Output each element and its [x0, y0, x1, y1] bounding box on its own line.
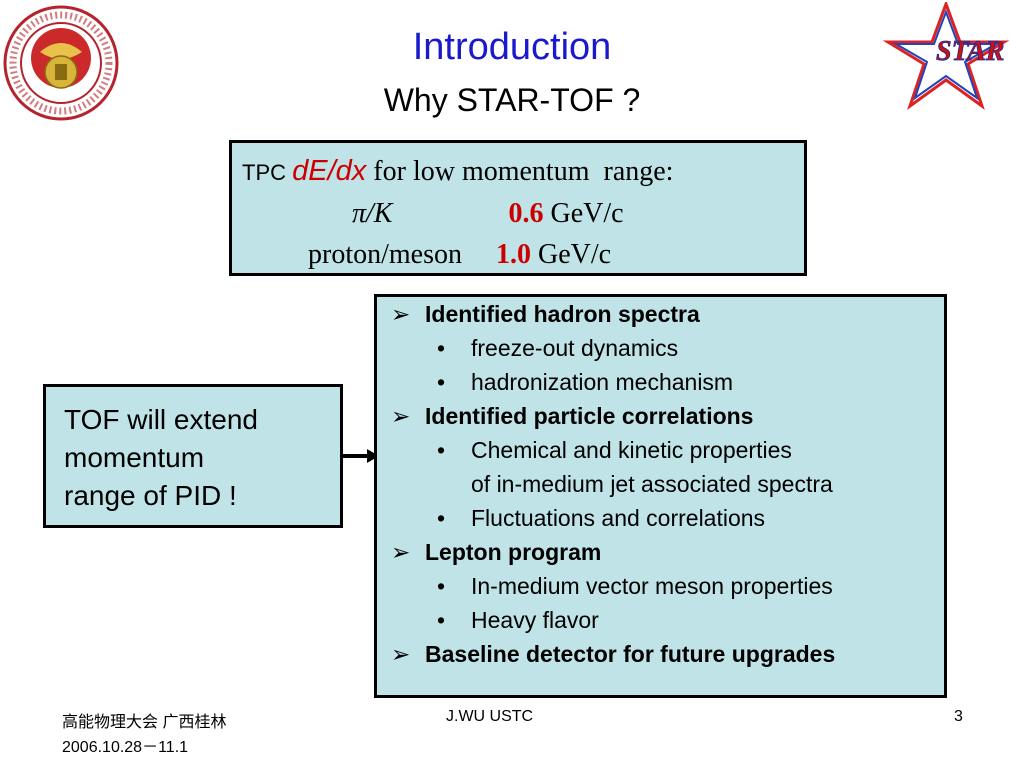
pi-k-value: 0.6 [508, 198, 544, 229]
tpc-label: TPC [242, 160, 293, 185]
bullet-icon: • [437, 607, 446, 633]
bullet-icon: • [437, 437, 446, 463]
tof-statement-box: TOF will extend momentum range of PID ! [43, 384, 343, 528]
page-number: 3 [954, 708, 963, 725]
arrow-right-icon [343, 449, 379, 463]
arrowhead-bullet-icon: ➢ [391, 403, 411, 429]
list-item: •Chemical and kinetic properties [437, 437, 792, 463]
bullet-icon: • [437, 505, 446, 531]
footer-conference: 高能物理大会 广西桂林 [62, 714, 227, 731]
list-item: ➢Identified hadron spectra [391, 301, 700, 327]
arrowhead-bullet-icon: ➢ [391, 301, 411, 327]
bullet-icon: • [437, 573, 446, 599]
proton-meson-value: 1.0 [496, 239, 531, 270]
list-item: ➢Identified particle correlations [391, 403, 754, 429]
arrowhead-bullet-icon: ➢ [391, 641, 411, 667]
footer-author: J.WU USTC [446, 708, 534, 725]
list-item: •freeze-out dynamics [437, 335, 679, 361]
arrowhead-bullet-icon: ➢ [391, 539, 411, 565]
list-item-continuation: of in-medium jet associated spectra [471, 471, 833, 497]
tof-line: TOF will extend [64, 404, 258, 435]
pi-k-label: π/K [352, 198, 393, 229]
list-item: •In-medium vector meson properties [437, 573, 833, 599]
physics-goals-box: ➢Identified hadron spectra •freeze-out d… [374, 294, 947, 698]
bullet-icon: • [437, 369, 446, 395]
star-logo-text: STAR [936, 36, 1004, 67]
tof-line: momentum [64, 442, 205, 473]
list-item: •Heavy flavor [437, 607, 599, 633]
proton-meson-unit: GeV/c [531, 239, 612, 270]
ustc-seal-logo [3, 5, 119, 121]
tof-line: range of PID ! [64, 480, 237, 511]
tpc-line-2: π/K 0.6 GeV/c [352, 198, 924, 230]
list-item: •hadronization mechanism [437, 369, 734, 395]
list-item: •Fluctuations and correlations [437, 505, 766, 531]
tpc-dedx-box: TPC dE/dx for low momentum range: π/K 0.6… [229, 140, 807, 276]
tpc-line-1: TPC dE/dx for low momentum range: [242, 155, 814, 188]
star-experiment-logo: STAR [882, 2, 1010, 110]
momentum-range-text: for low momentum range: [366, 156, 674, 187]
footer-date: 2006.10.28－11.1 [62, 739, 189, 756]
slide-subtitle: Why STAR-TOF ? [383, 82, 641, 118]
list-item: ➢Baseline detector for future upgrades [391, 641, 836, 667]
proton-meson-label: proton/meson [308, 239, 462, 270]
pi-k-unit: GeV/c [543, 198, 624, 229]
bullet-icon: • [437, 335, 446, 361]
dedx-quantity: dE/dx [292, 155, 367, 187]
slide-title: Introduction [412, 26, 612, 68]
list-item: ➢Lepton program [391, 539, 602, 565]
tpc-line-3: proton/meson 1.0 GeV/c [308, 239, 880, 271]
